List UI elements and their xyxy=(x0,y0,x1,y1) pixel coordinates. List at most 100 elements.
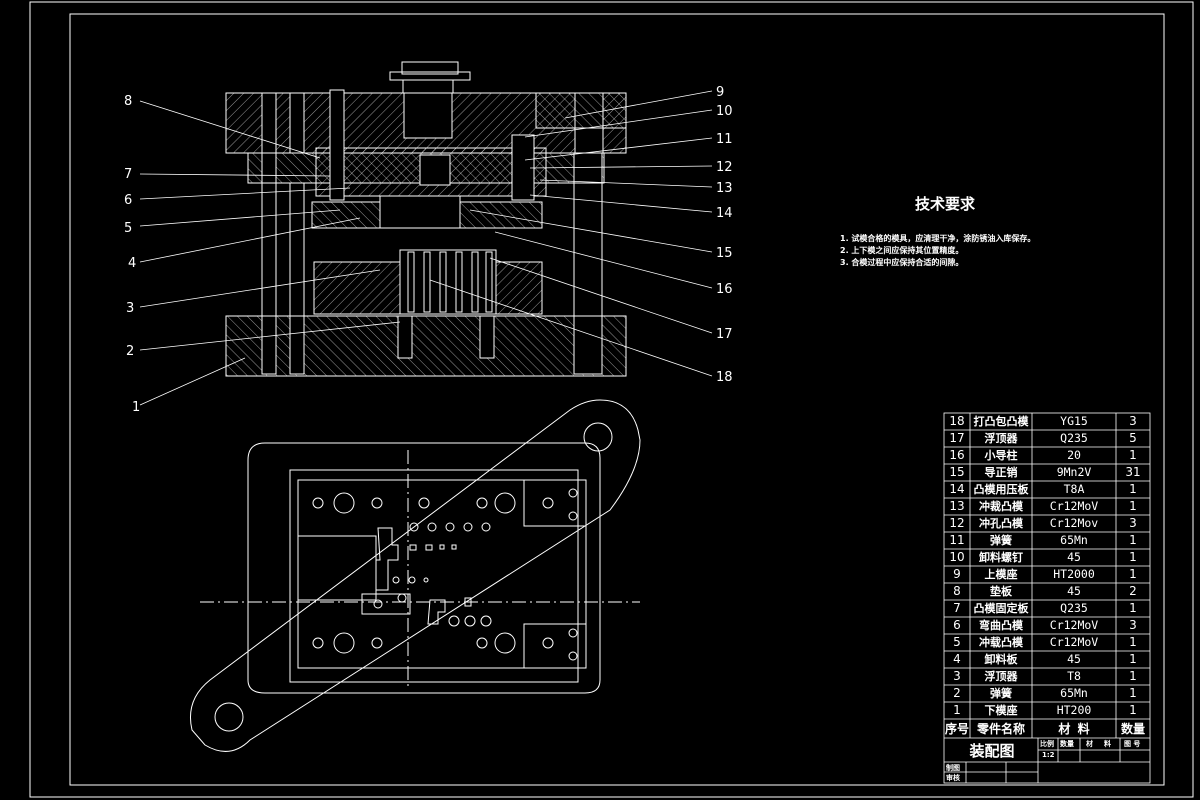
bom-cell-qty: 1 xyxy=(1129,550,1137,564)
bom-cell-no: 5 xyxy=(953,635,961,649)
bom-header-name: 零件名称 xyxy=(976,722,1025,736)
bom-cell-no: 11 xyxy=(949,533,965,547)
callout-numbers-right: 9 10 11 12 13 14 15 16 17 18 xyxy=(716,85,733,385)
bom-cell-name: 弯曲凸模 xyxy=(979,619,1023,632)
callout-18: 18 xyxy=(716,370,733,385)
tb-label-mat1: 材 xyxy=(1086,740,1093,748)
callout-2: 2 xyxy=(126,344,134,359)
callout-6: 6 xyxy=(124,193,132,208)
bom-cell-qty: 2 xyxy=(1129,584,1137,598)
callout-12: 12 xyxy=(716,160,733,175)
callout-7: 7 xyxy=(124,167,132,182)
tech-requirements-title: 技术要求 xyxy=(914,195,975,213)
bom-cell-material: HT2000 xyxy=(1053,567,1095,581)
inner-border xyxy=(69,13,1165,786)
bom-row: 18 打凸包凸模 YG15 3 xyxy=(944,413,1150,430)
bom-row: 15 导正销 9Mn2V 31 xyxy=(944,464,1150,481)
bom-cell-name: 凸模用压板 xyxy=(973,483,1029,496)
bom-cell-name: 小导柱 xyxy=(984,449,1018,462)
bom-cell-qty: 31 xyxy=(1125,465,1141,479)
drawing-title: 装配图 xyxy=(969,742,1015,760)
bom-row: 13 冲裁凸模 Cr12MoV 1 xyxy=(944,498,1150,515)
bom-cell-material: 9Mn2V xyxy=(1056,465,1092,479)
bom-cell-qty: 1 xyxy=(1129,635,1137,649)
bom-cell-material: 20 xyxy=(1067,448,1081,462)
bom-cell-qty: 3 xyxy=(1129,516,1137,530)
tb-label-scale: 比例 xyxy=(1040,740,1054,748)
bom-cell-name: 打凸包凸模 xyxy=(973,415,1029,428)
bom-cell-material: T8A xyxy=(1063,482,1085,496)
bom-cell-name: 凸模固定板 xyxy=(973,602,1029,615)
bom-header-row: 序号零件名称材 料数量 xyxy=(944,721,1150,741)
bom-grid xyxy=(943,412,1151,784)
bom-cell-no: 1 xyxy=(953,703,961,717)
callout-1: 1 xyxy=(132,400,140,415)
callout-4: 4 xyxy=(128,256,136,271)
bom-cell-qty: 1 xyxy=(1129,499,1137,513)
callout-11: 11 xyxy=(716,132,733,147)
bom-row: 7 凸模固定板 Q235 1 xyxy=(944,600,1150,617)
bom-cell-no: 16 xyxy=(949,448,965,462)
callout-3: 3 xyxy=(126,301,134,316)
bom-row: 16 小导柱 20 1 xyxy=(944,447,1150,464)
bom-cell-name: 冲裁凸模 xyxy=(979,500,1023,513)
bom-cell-no: 13 xyxy=(949,499,965,513)
tb-label-qty: 数量 xyxy=(1060,740,1074,748)
bom-cell-material: Q235 xyxy=(1060,601,1088,615)
bom-cell-material: T8 xyxy=(1067,669,1081,683)
section-view xyxy=(225,61,627,377)
bom-cell-no: 7 xyxy=(953,601,961,615)
bom-cell-qty: 1 xyxy=(1129,703,1137,717)
bom-cell-material: Cr12Mov xyxy=(1049,516,1099,530)
bom-cell-material: Cr12MoV xyxy=(1049,618,1099,632)
bom-cell-material: Cr12MoV xyxy=(1049,499,1099,513)
bom-cell-qty: 1 xyxy=(1129,448,1137,462)
callout-10: 10 xyxy=(716,104,733,119)
bom-cell-name: 卸料螺钉 xyxy=(979,551,1023,564)
bom-cell-qty: 1 xyxy=(1129,482,1137,496)
bom-cell-name: 冲载凸模 xyxy=(979,636,1023,649)
bom-cell-qty: 1 xyxy=(1129,601,1137,615)
callout-14: 14 xyxy=(716,206,733,221)
bom-cell-no: 18 xyxy=(949,414,965,428)
bom-cell-name: 浮顶器 xyxy=(984,432,1018,445)
bom-cell-no: 10 xyxy=(949,550,965,564)
tech-note-1: 1. 试模合格的模具，应清理干净，涂防锈油入库保存。 xyxy=(840,234,1036,243)
tb-label-drawing-no: 图 号 xyxy=(1124,740,1141,748)
bom-cell-no: 15 xyxy=(949,465,965,479)
bom-cell-qty: 5 xyxy=(1129,431,1137,445)
bom-cell-material: 45 xyxy=(1067,584,1081,598)
bom-cell-name: 垫板 xyxy=(990,585,1012,598)
bom-cell-no: 9 xyxy=(953,567,961,581)
lower-die-seat xyxy=(225,315,627,377)
bom-cell-material: 65Mn xyxy=(1060,533,1088,547)
bom-cell-material: YG15 xyxy=(1060,414,1088,428)
tb-label-mat2: 料 xyxy=(1104,740,1111,748)
bom-cell-name: 卸料板 xyxy=(984,653,1018,666)
bom-cell-name: 下模座 xyxy=(984,704,1018,717)
plan-view xyxy=(190,399,641,752)
callout-15: 15 xyxy=(716,246,733,261)
bom-cell-qty: 3 xyxy=(1129,414,1137,428)
bom-cell-name: 导正销 xyxy=(984,466,1018,479)
bom-cell-material: 45 xyxy=(1067,550,1081,564)
bom-cell-name: 浮顶器 xyxy=(984,670,1018,683)
callout-5: 5 xyxy=(124,221,132,236)
bom-cell-no: 3 xyxy=(953,669,961,683)
bom-cell-name: 冲孔凸模 xyxy=(979,517,1023,530)
bom-cell-no: 14 xyxy=(949,482,965,496)
bom-cell-material: 65Mn xyxy=(1060,686,1088,700)
bom-cell-name: 上模座 xyxy=(984,568,1018,581)
bom-row: 10 卸料螺钉 45 1 xyxy=(944,549,1150,566)
callout-17: 17 xyxy=(716,327,733,342)
callout-leaders xyxy=(139,90,713,406)
